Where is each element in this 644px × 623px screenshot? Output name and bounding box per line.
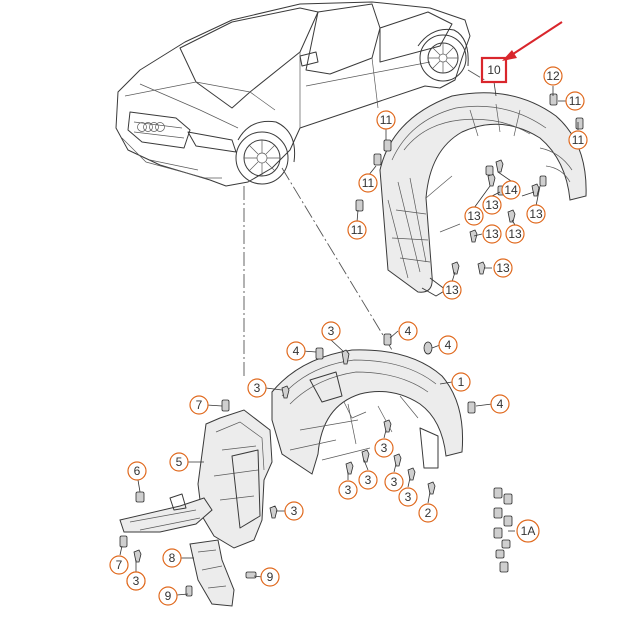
callout: 11 <box>358 173 378 193</box>
svg-text:8: 8 <box>169 551 176 565</box>
svg-text:4: 4 <box>445 338 452 352</box>
callout: 13 <box>482 224 502 244</box>
callout: 3 <box>358 470 378 490</box>
callout: 13 <box>526 204 546 224</box>
svg-text:3: 3 <box>405 490 412 504</box>
callout: 11 <box>565 91 585 111</box>
callout: 14 <box>501 180 521 200</box>
svg-text:6: 6 <box>134 464 141 478</box>
callout: 6 <box>127 461 147 481</box>
rear-wheelhouse-liner <box>379 92 587 297</box>
highlight-box <box>480 56 508 84</box>
svg-text:11: 11 <box>569 94 582 108</box>
svg-text:13: 13 <box>485 227 499 241</box>
svg-text:3: 3 <box>365 473 372 487</box>
callout-labels: 10 12 11 11 11 11 11 14 13 13 13 13 13 1… <box>109 63 588 606</box>
svg-text:11: 11 <box>380 113 393 127</box>
callout: 1 <box>451 372 471 392</box>
svg-text:1A: 1A <box>521 524 536 538</box>
callout: 3 <box>126 571 146 591</box>
callout: 11 <box>376 110 396 130</box>
svg-text:4: 4 <box>405 324 412 338</box>
front-wheelhouse-liner <box>271 349 464 475</box>
svg-text:13: 13 <box>445 283 459 297</box>
svg-text:12: 12 <box>546 69 560 83</box>
callout: 4 <box>438 335 458 355</box>
callout: 13 <box>493 258 513 278</box>
lower-panel <box>189 539 235 607</box>
callout: 11 <box>347 220 367 240</box>
reference-lines <box>243 69 489 376</box>
svg-text:11: 11 <box>351 223 364 237</box>
callout: 3 <box>338 480 358 500</box>
svg-text:13: 13 <box>529 207 543 221</box>
callout: 13 <box>442 280 462 300</box>
lower-bracket <box>119 493 213 533</box>
svg-text:7: 7 <box>196 398 203 412</box>
callout: 13 <box>482 195 502 215</box>
callout: 1A <box>516 519 540 543</box>
callout: 13 <box>505 224 525 244</box>
svg-text:3: 3 <box>254 381 261 395</box>
svg-text:14: 14 <box>504 183 518 197</box>
car-illustration <box>115 1 471 187</box>
svg-text:3: 3 <box>345 483 352 497</box>
svg-text:1: 1 <box>458 375 465 389</box>
callout: 3 <box>247 378 267 398</box>
svg-text:13: 13 <box>467 209 481 223</box>
svg-text:4: 4 <box>497 397 504 411</box>
callout: 12 <box>543 66 563 86</box>
callout: 7 <box>189 395 209 415</box>
svg-text:2: 2 <box>425 506 432 520</box>
callout: 8 <box>162 548 182 568</box>
svg-text:9: 9 <box>165 589 172 603</box>
front-liner-extension <box>197 409 273 549</box>
callout: 9 <box>158 586 178 606</box>
callout: 3 <box>384 472 404 492</box>
svg-text:3: 3 <box>291 504 298 518</box>
callout: 3 <box>284 501 304 521</box>
callout: 3 <box>374 438 394 458</box>
svg-text:3: 3 <box>381 441 388 455</box>
callout: 3 <box>398 487 418 507</box>
svg-text:13: 13 <box>508 227 522 241</box>
svg-text:5: 5 <box>176 455 183 469</box>
callout: 4 <box>398 321 418 341</box>
svg-text:13: 13 <box>485 198 499 212</box>
callout: 5 <box>169 452 189 472</box>
callout: 4 <box>286 341 306 361</box>
svg-text:11: 11 <box>362 176 375 190</box>
svg-text:7: 7 <box>116 558 123 572</box>
svg-text:3: 3 <box>133 574 140 588</box>
callout: 7 <box>109 555 129 575</box>
callout: 3 <box>321 321 341 341</box>
callout: 13 <box>464 206 484 226</box>
callout: 11 <box>568 130 588 150</box>
svg-text:9: 9 <box>267 570 274 584</box>
fasteners <box>119 93 584 597</box>
red-pointer-arrow <box>502 21 563 61</box>
svg-text:11: 11 <box>572 133 585 147</box>
svg-text:3: 3 <box>328 324 335 338</box>
callout-10: 10 <box>487 63 501 77</box>
callout: 4 <box>490 394 510 414</box>
leader-lines <box>119 81 579 596</box>
svg-text:3: 3 <box>391 475 398 489</box>
callout: 2 <box>418 503 438 523</box>
callout: 9 <box>260 567 280 587</box>
svg-text:13: 13 <box>496 261 510 275</box>
svg-text:4: 4 <box>293 344 300 358</box>
callout-10-text: 10 <box>487 63 501 77</box>
